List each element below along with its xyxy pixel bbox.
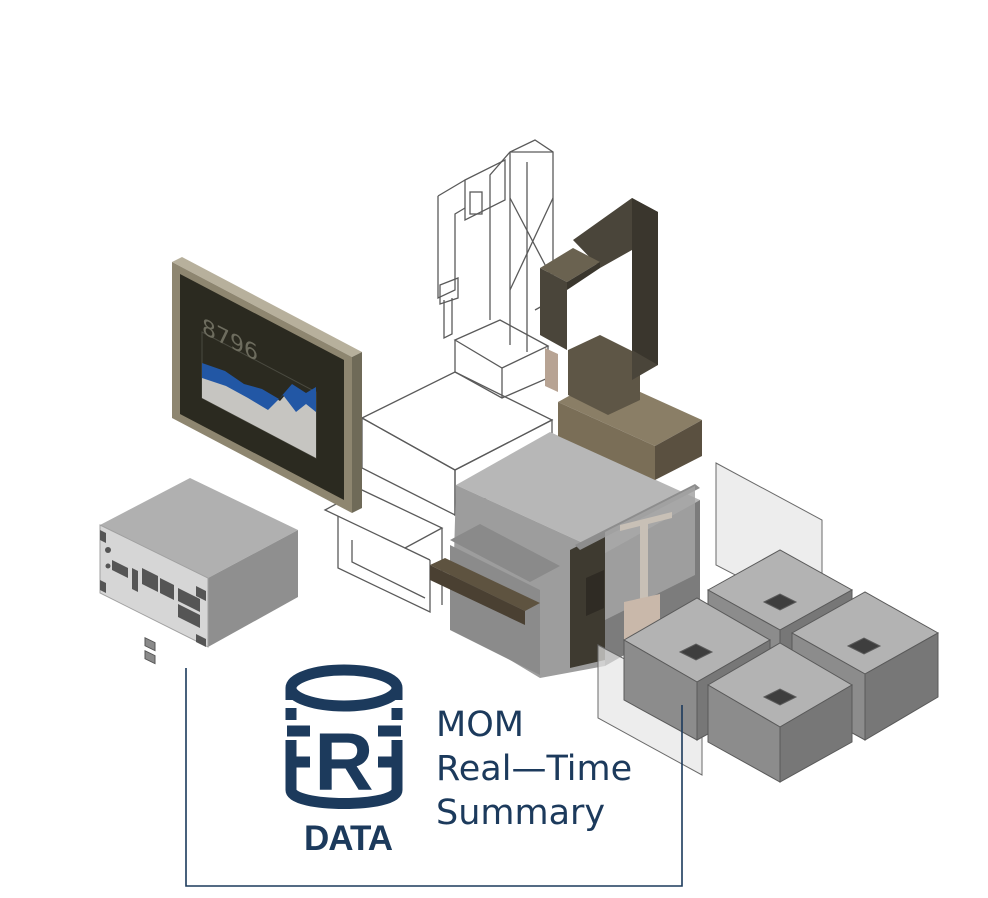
summary-line-2: Real—Time [436, 749, 633, 789]
box-front [707, 642, 853, 783]
wireframe-robot [437, 139, 554, 399]
storage-boxes [622, 549, 940, 783]
summary-line-1: MOM [436, 705, 524, 745]
connection-bracket [185, 668, 683, 887]
summary-label: MOM Real—Time Summary [436, 703, 632, 835]
monitor [172, 257, 362, 513]
industrial-pc [99, 478, 298, 665]
robot-arm [540, 198, 702, 480]
summary-line-3: Summary [436, 793, 606, 833]
database-letter: R [314, 717, 373, 808]
database-caption: DATA [303, 819, 393, 858]
gripper-unit [570, 484, 700, 668]
database-icon [285, 664, 403, 809]
